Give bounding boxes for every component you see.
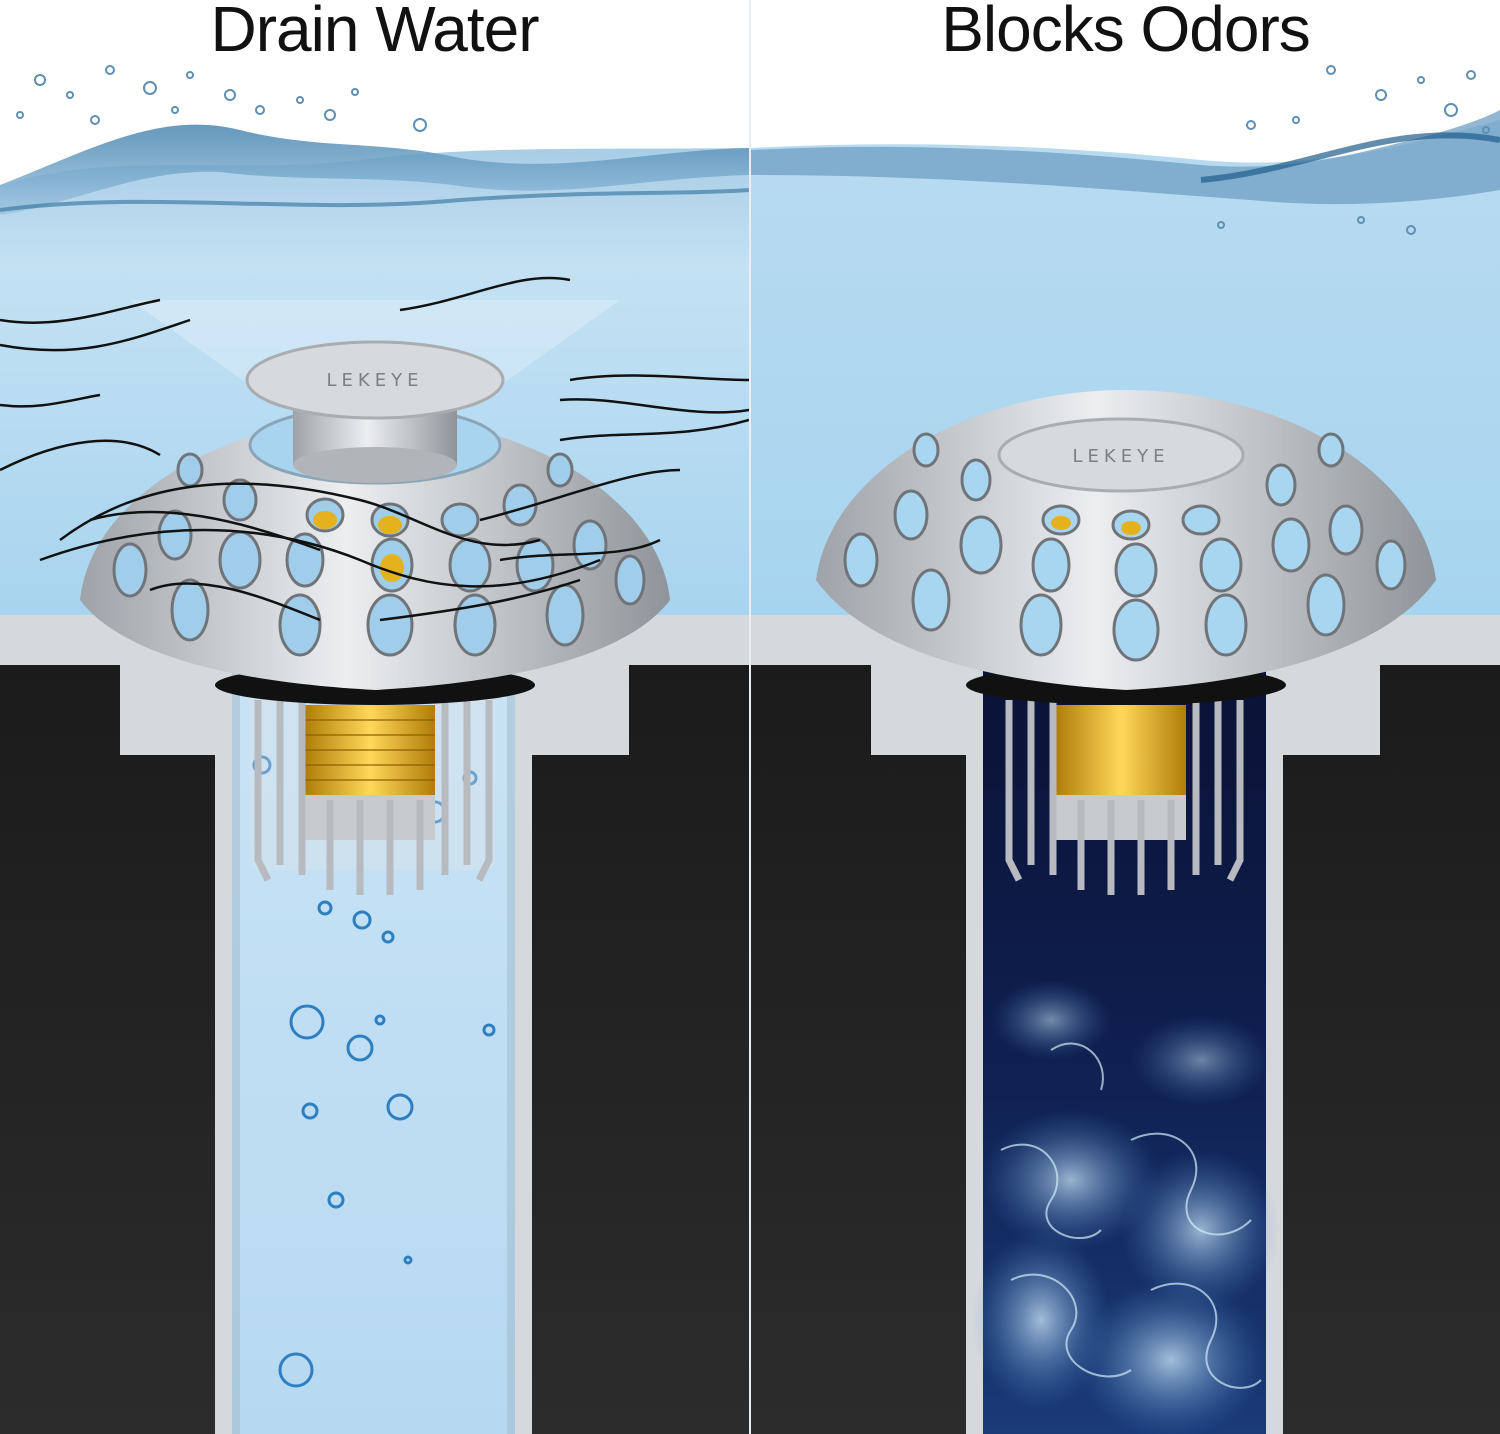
- splash-droplets: [16, 65, 427, 132]
- panel-divider: [749, 0, 751, 1434]
- panel-drain-water: LEKEYE Drain Water: [0, 0, 749, 1434]
- odor-smoke: [971, 980, 1281, 1434]
- heading-blocks-odors: Blocks Odors: [941, 0, 1311, 65]
- brand-logo: LEKEYE: [1073, 446, 1170, 467]
- drain-water-scene: LEKEYE: [0, 65, 749, 1434]
- strainer-icon: LEKEYE: [816, 390, 1436, 705]
- panel-blocks-odors: LEKEYE Blocks Odors: [751, 0, 1500, 1434]
- bubbles: [252, 755, 496, 1388]
- strainer-icon: LEKEYE: [80, 340, 670, 705]
- strainer-basket: [1005, 700, 1244, 895]
- blocks-odors-scene: LEKEYE: [751, 65, 1500, 1434]
- wave-crest: [751, 110, 1500, 205]
- wave-crest: [0, 124, 749, 215]
- hair-strands: [0, 276, 749, 622]
- splash-droplets: [1217, 65, 1490, 235]
- heading-drain-water: Drain Water: [210, 0, 539, 65]
- brand-logo: LEKEYE: [327, 370, 424, 391]
- strainer-basket: [250, 690, 495, 895]
